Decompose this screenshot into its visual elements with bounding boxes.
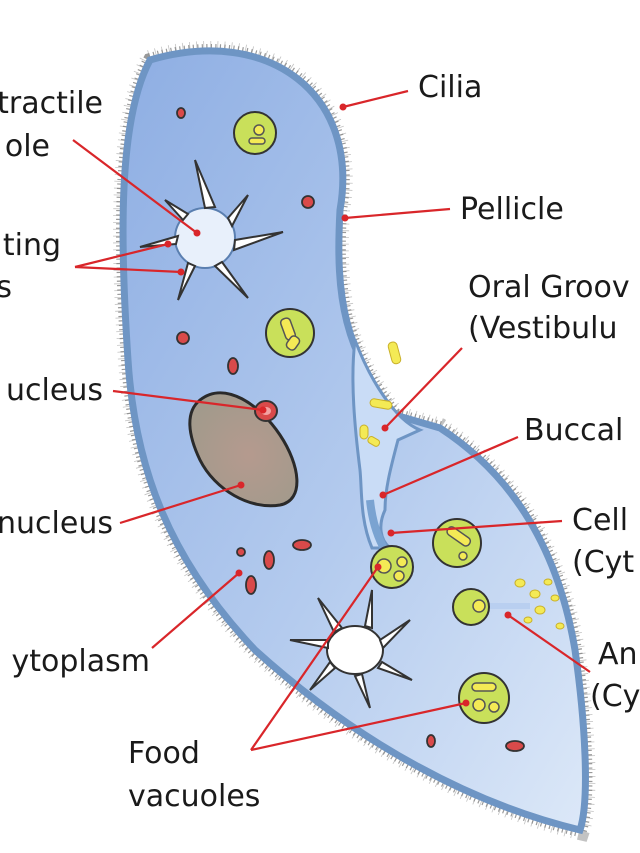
food-vacuole-6 bbox=[458, 672, 510, 724]
label-food-vacuoles-line2: vacuoles bbox=[128, 779, 260, 814]
contractile-vacuole-bottom bbox=[289, 589, 413, 709]
label-contractile-line1: tractile bbox=[0, 86, 103, 121]
label-anal-pore-line1: An bbox=[598, 637, 638, 672]
label-food-vacuoles-line1: Food bbox=[128, 736, 200, 771]
red-granules bbox=[176, 107, 525, 752]
label-micronucleus: ucleus bbox=[6, 373, 103, 408]
food-particles bbox=[359, 341, 565, 630]
food-vacuole-1 bbox=[233, 111, 277, 155]
label-buccal: Buccal bbox=[524, 413, 623, 448]
label-oral-groove-line2: (Vestibulu bbox=[468, 311, 618, 346]
label-radiating-line2: s bbox=[0, 270, 12, 305]
labels: Cilia Pellicle Oral Groov (Vestibulu Buc… bbox=[0, 70, 640, 814]
label-cytoplasm: ytoplasm bbox=[12, 644, 151, 679]
label-contractile-line2: ole bbox=[5, 129, 50, 164]
label-pellicle: Pellicle bbox=[460, 192, 564, 227]
label-macronucleus: nucleus bbox=[0, 506, 113, 541]
label-cell-mouth-line2: (Cyt bbox=[572, 545, 634, 580]
label-cilia: Cilia bbox=[418, 70, 482, 105]
label-oral-groove-line1: Oral Groov bbox=[468, 270, 630, 305]
label-anal-pore-line2: (Cy bbox=[590, 679, 640, 714]
food-vacuole-5 bbox=[452, 588, 490, 626]
food-vacuole-3 bbox=[432, 518, 482, 568]
leader-lines bbox=[72, 89, 591, 752]
label-cell-mouth-line1: Cell bbox=[572, 503, 628, 538]
food-vacuole-2 bbox=[265, 308, 315, 358]
contractile-vacuole-top bbox=[139, 159, 284, 301]
label-radiating-line1: ting bbox=[3, 228, 61, 263]
macronucleus bbox=[188, 391, 299, 508]
food-vacuole-4 bbox=[370, 545, 414, 589]
